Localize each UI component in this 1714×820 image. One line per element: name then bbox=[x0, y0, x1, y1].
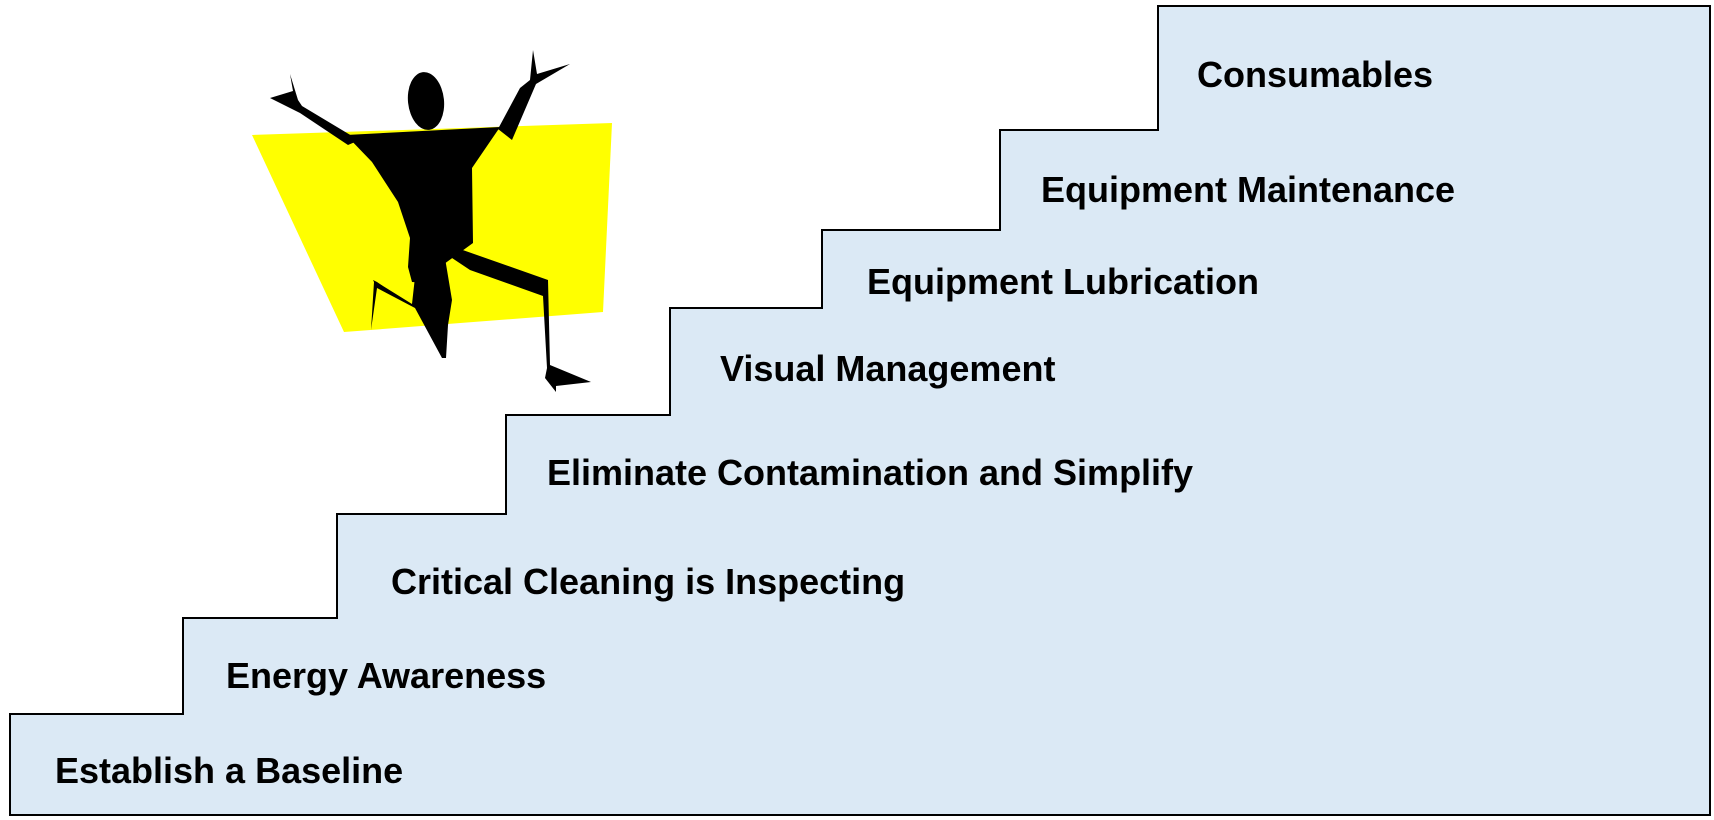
step-label-eliminate-contamination: Eliminate Contamination and Simplify bbox=[547, 452, 1194, 493]
staircase-shape bbox=[9, 5, 1711, 816]
step-label-establish-baseline: Establish a Baseline bbox=[55, 750, 404, 791]
step-label-critical-cleaning: Critical Cleaning is Inspecting bbox=[391, 561, 906, 602]
step-label-equipment-maintenance: Equipment Maintenance bbox=[1041, 169, 1456, 210]
step-label-consumables: Consumables bbox=[1197, 54, 1434, 95]
step-label-equipment-lubrication: Equipment Lubrication bbox=[867, 261, 1259, 302]
step-label-visual-management: Visual Management bbox=[720, 348, 1056, 389]
step-label-energy-awareness: Energy Awareness bbox=[226, 655, 547, 696]
climbing-person-icon bbox=[270, 50, 591, 392]
